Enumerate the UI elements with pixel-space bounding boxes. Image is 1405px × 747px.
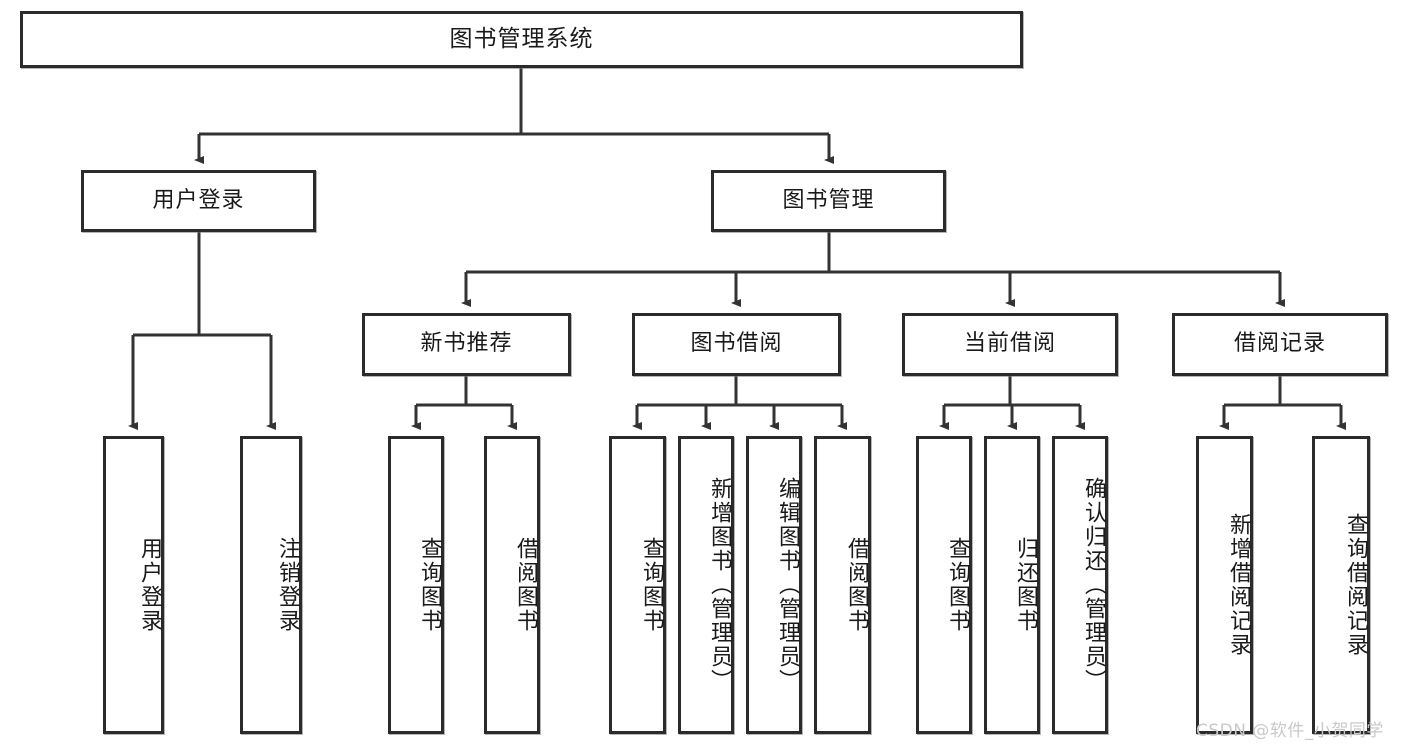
node-book-borrow-label: 图书借阅 xyxy=(690,331,783,357)
node-user-login-label: 用户登录 xyxy=(152,187,245,213)
leaf-query-book-1-label: 查询图书 xyxy=(417,537,442,633)
leaf-add-record-label: 新增借阅记录 xyxy=(1226,513,1251,657)
leaf-confirm-return-label: 确认归还（管理员） xyxy=(1081,477,1106,693)
leaf-logout-label: 注销登录 xyxy=(275,537,300,633)
leaf-user-login-label: 用户登录 xyxy=(137,537,162,633)
leaf-query-book-2[interactable]: 查询图书 xyxy=(609,436,666,734)
leaf-query-book-1[interactable]: 查询图书 xyxy=(388,436,444,734)
leaf-edit-book[interactable]: 编辑图书（管理员） xyxy=(746,436,802,734)
leaf-borrow-book-1[interactable]: 借阅图书 xyxy=(484,436,540,734)
node-new-book-recommend-label: 新书推荐 xyxy=(420,331,513,357)
csdn-watermark: CSDN @软件_小贺同学 xyxy=(1196,721,1384,741)
leaf-query-record-label: 查询借阅记录 xyxy=(1343,513,1368,657)
node-root[interactable]: 图书管理系统 xyxy=(20,11,1023,68)
node-current-borrow[interactable]: 当前借阅 xyxy=(902,313,1118,376)
leaf-query-book-3[interactable]: 查询图书 xyxy=(916,436,972,734)
node-borrow-record[interactable]: 借阅记录 xyxy=(1172,313,1388,376)
leaf-return-book[interactable]: 归还图书 xyxy=(984,436,1040,734)
node-new-book-recommend[interactable]: 新书推荐 xyxy=(362,313,571,376)
node-book-manage-label: 图书管理 xyxy=(782,187,875,213)
node-user-login[interactable]: 用户登录 xyxy=(81,170,316,232)
leaf-borrow-book-2[interactable]: 借阅图书 xyxy=(814,436,871,734)
leaf-return-book-label: 归还图书 xyxy=(1013,537,1038,633)
leaf-confirm-return[interactable]: 确认归还（管理员） xyxy=(1052,436,1108,734)
node-current-borrow-label: 当前借阅 xyxy=(963,331,1056,357)
leaf-query-book-3-label: 查询图书 xyxy=(945,537,970,633)
node-borrow-record-label: 借阅记录 xyxy=(1233,331,1326,357)
leaf-edit-book-label: 编辑图书（管理员） xyxy=(775,477,800,693)
leaf-add-book-label: 新增图书（管理员） xyxy=(707,477,732,693)
node-root-label: 图书管理系统 xyxy=(449,25,594,52)
leaf-add-book[interactable]: 新增图书（管理员） xyxy=(678,436,734,734)
leaf-query-book-2-label: 查询图书 xyxy=(639,537,664,633)
leaf-query-record[interactable]: 查询借阅记录 xyxy=(1312,436,1370,734)
leaf-borrow-book-2-label: 借阅图书 xyxy=(844,537,869,633)
node-book-borrow[interactable]: 图书借阅 xyxy=(632,313,841,376)
leaf-logout[interactable]: 注销登录 xyxy=(240,436,302,734)
leaf-user-login[interactable]: 用户登录 xyxy=(103,436,164,734)
leaf-add-record[interactable]: 新增借阅记录 xyxy=(1196,436,1253,734)
leaf-borrow-book-1-label: 借阅图书 xyxy=(513,537,538,633)
node-book-manage[interactable]: 图书管理 xyxy=(711,170,946,232)
